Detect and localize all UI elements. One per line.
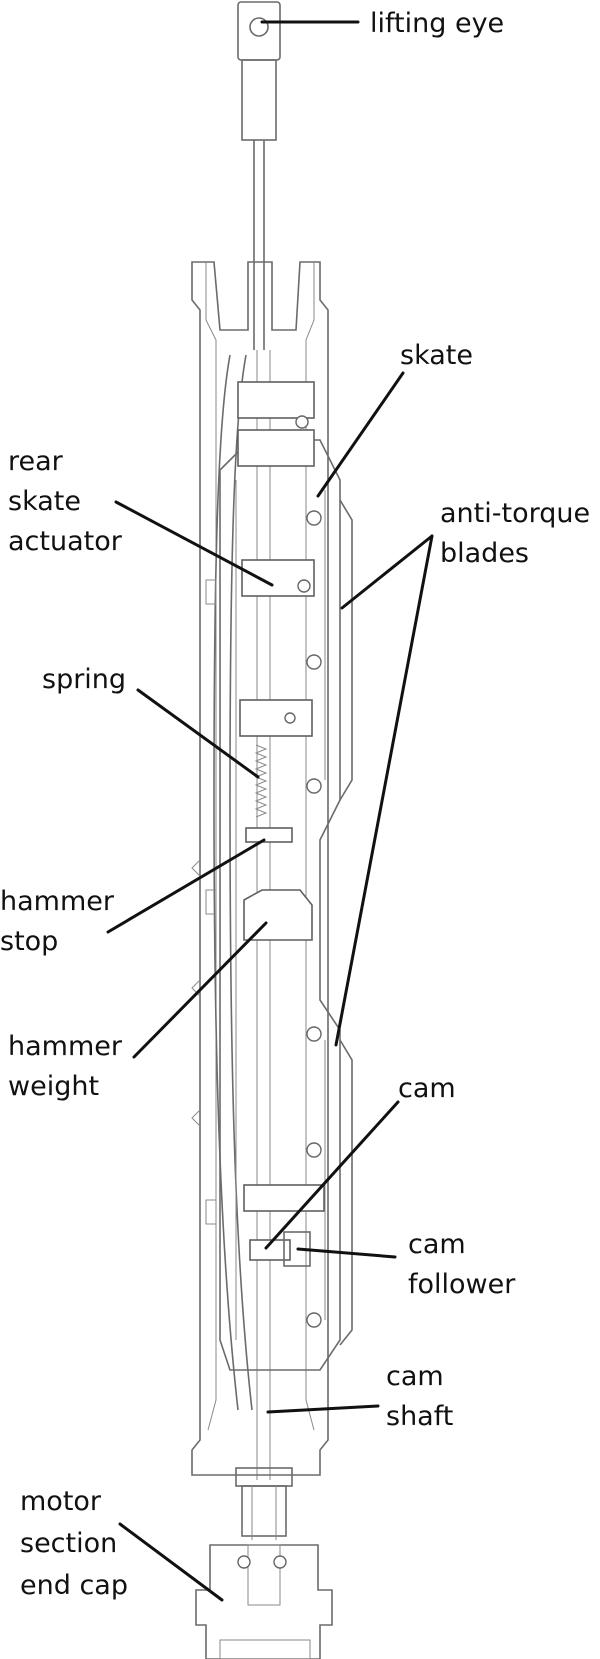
label-cam-shaft: cam shaft (386, 1361, 453, 1432)
leader-rear-skate-actuator (114, 500, 274, 587)
hammer-stop-shape (245, 827, 293, 843)
anti-torque-blade-lower (339, 1039, 353, 1346)
spring-coil (254, 744, 268, 818)
label-anti-torque-blades: anti-torque blades (440, 498, 599, 569)
bolt (306, 510, 322, 526)
leader-end-cap (118, 1522, 224, 1602)
leader-cam (264, 1100, 400, 1250)
leader-spring (136, 688, 260, 779)
leader-cam-follower (296, 1247, 397, 1259)
bolt (306, 1026, 322, 1042)
label-rear-skate-actuator: rear skate actuator (8, 446, 123, 557)
leader-skate (316, 371, 405, 498)
bolt (306, 1142, 322, 1158)
label-cam: cam (398, 1073, 456, 1104)
housing-outline (191, 261, 329, 1476)
label-motor-section-end-cap: motor section end cap (20, 1486, 128, 1601)
bolt (306, 1312, 322, 1328)
lifting-eye-stem (241, 59, 277, 141)
leader-hammer-stop (106, 838, 266, 934)
bolt (306, 654, 322, 670)
cam-shape (249, 1239, 291, 1261)
anti-torque-blade-upper (339, 499, 353, 801)
lifting-eye-hole (249, 17, 269, 37)
label-hammer-weight: hammer weight (8, 1031, 131, 1102)
bolt (306, 778, 322, 794)
hammer-weight-shape (243, 889, 313, 941)
leader-lines (106, 20, 434, 1602)
label-spring: spring (42, 664, 126, 695)
leader-cam-shaft (266, 1404, 380, 1414)
spring-block (239, 699, 313, 737)
leader-hammer-weight (132, 921, 268, 1059)
end-cap-shape (195, 1544, 333, 1659)
label-skate: skate (400, 340, 473, 371)
label-cam-follower: cam follower (408, 1229, 516, 1300)
neck-collar (235, 1467, 293, 1487)
leader-anti-torque-upper (340, 534, 434, 610)
label-lifting-eye: lifting eye (370, 8, 504, 39)
label-hammer-stop: hammer stop (0, 886, 123, 957)
tool-drawing (191, 1, 353, 1659)
skate-plate (219, 439, 341, 1371)
leader-anti-torque-lower (334, 534, 434, 1047)
clamp-block-1 (237, 381, 315, 419)
callout-labels: lifting eye skate rear skate actuator an… (0, 8, 599, 1601)
left-rail (213, 354, 239, 1411)
lifting-eye-shape (237, 1, 281, 61)
clamp-block-2 (237, 429, 315, 467)
